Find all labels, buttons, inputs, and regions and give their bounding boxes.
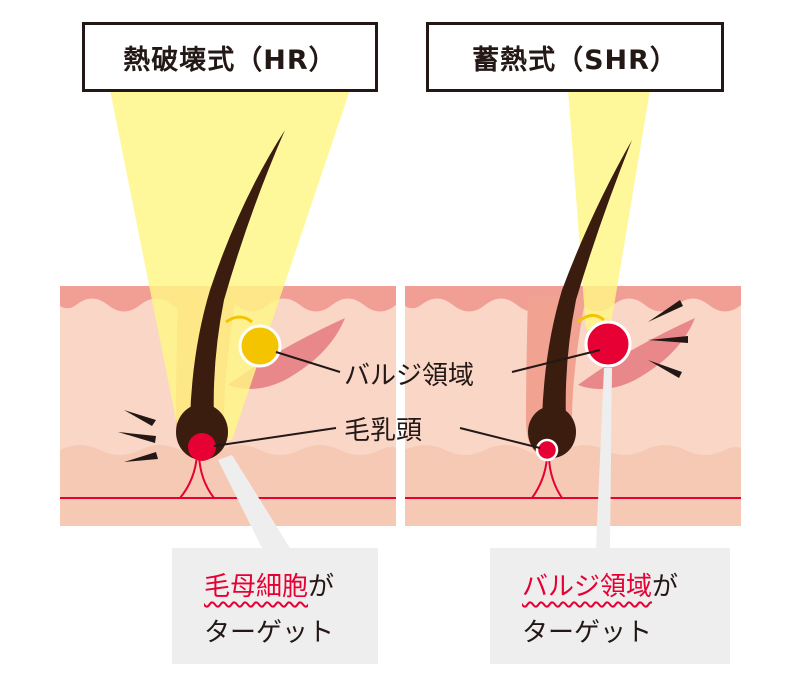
callout-left-line2: ターゲット xyxy=(204,618,335,648)
right-bulge-target xyxy=(584,320,632,368)
callout-left-highlight: 毛母細胞 xyxy=(204,572,309,602)
right-papilla xyxy=(535,438,559,462)
callout-right-suffix: が xyxy=(652,572,679,602)
left-bulge-region xyxy=(238,324,282,368)
label-bulge-region: バルジ領域 xyxy=(344,361,475,391)
callout-right-highlight: バルジ領域 xyxy=(522,572,653,602)
callout-left-suffix: が xyxy=(308,572,335,602)
callout-left: 毛母細胞が ターゲット xyxy=(172,548,378,664)
callout-right: バルジ領域が ターゲット xyxy=(490,548,730,664)
title-left-text: 熱破壊式（HR） xyxy=(123,44,337,76)
title-heat-storage: 蓄熱式（SHR） xyxy=(426,22,724,92)
right-impact-marks-icon xyxy=(648,300,688,378)
left-callout-pointer xyxy=(218,455,290,548)
left-papilla-target xyxy=(188,433,216,461)
title-heat-destruction: 熱破壊式（HR） xyxy=(82,22,378,92)
label-dermal-papilla: 毛乳頭 xyxy=(344,416,423,446)
title-right-text: 蓄熱式（SHR） xyxy=(472,44,678,76)
right-callout-pointer xyxy=(596,368,612,548)
callout-right-line2: ターゲット xyxy=(522,618,653,648)
left-impact-marks-icon xyxy=(118,410,158,462)
right-light-beam xyxy=(568,90,650,330)
leader-lines xyxy=(213,349,601,449)
right-skin-panel xyxy=(405,286,741,526)
